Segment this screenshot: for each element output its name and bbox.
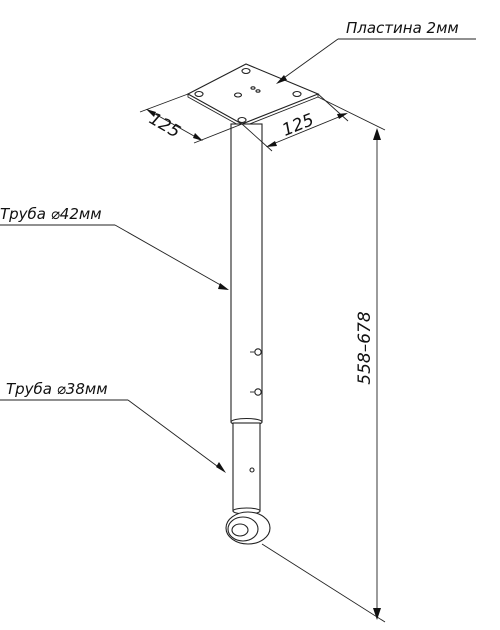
plate-hole <box>241 67 251 75</box>
label-pipe-38: Труба ⌀38мм <box>6 380 108 398</box>
label-pipe-42: Труба ⌀42мм <box>0 205 102 223</box>
lower-pipe <box>232 422 261 515</box>
plate-hole <box>237 116 247 124</box>
dimension-label-plate-depth: 125 <box>279 110 317 141</box>
dimension-plate-depth <box>241 93 349 152</box>
mounting-plate <box>186 63 320 128</box>
upper-pipe <box>230 123 263 427</box>
wheel <box>225 511 271 545</box>
plate-hole <box>194 90 204 98</box>
dimension-plate-width <box>139 93 243 144</box>
leader-lines <box>0 38 476 473</box>
plate-hole <box>292 90 302 98</box>
adjustment-screw <box>254 348 262 356</box>
label-plate: Пластина 2мм <box>346 19 459 37</box>
adjustment-screw <box>254 388 262 396</box>
dimension-label-height: 558–678 <box>355 311 375 385</box>
dimension-height <box>261 96 386 623</box>
